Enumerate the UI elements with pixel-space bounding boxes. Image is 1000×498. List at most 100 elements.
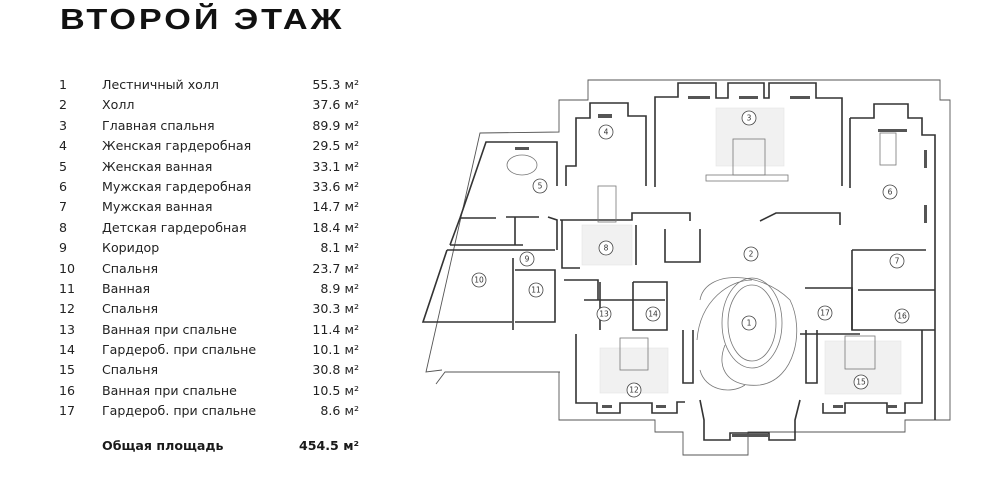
room-marker-circle bbox=[817, 305, 833, 321]
room-marker-circle bbox=[743, 246, 759, 262]
room-marker-circle bbox=[894, 308, 910, 324]
legend-name: Ванная при спальне bbox=[102, 382, 237, 398]
legend-num: 4 bbox=[59, 138, 68, 154]
room-marker: 13 bbox=[596, 306, 612, 322]
legend-name: Мужская гардеробная bbox=[102, 178, 252, 194]
legend-row: 17 Гардероб. при спальне 8.6 м² bbox=[59, 401, 359, 421]
room-marker-number: 2 bbox=[749, 250, 754, 259]
room-marker-circle bbox=[741, 315, 757, 331]
legend-row: 11 Ванная 8.9 м² bbox=[59, 279, 359, 299]
legend-name: Гардероб. при спальне bbox=[102, 342, 257, 358]
room-marker-number: 9 bbox=[525, 255, 530, 264]
legend-name: Холл bbox=[102, 97, 135, 113]
legend-num: 10 bbox=[59, 260, 76, 276]
legend-name: Ванная bbox=[102, 280, 151, 296]
legend-area: 30.3 м² bbox=[312, 301, 359, 317]
legend-area: 8.6 м² bbox=[320, 403, 359, 419]
legend-name: Женская ванная bbox=[102, 158, 213, 174]
legend-name: Женская гардеробная bbox=[102, 138, 252, 154]
legend-row: 7 Мужская ванная 14.7 м² bbox=[59, 197, 359, 217]
room-marker-circle bbox=[598, 240, 614, 256]
room-marker-number: 14 bbox=[648, 310, 658, 319]
room-marker-number: 7 bbox=[895, 257, 900, 266]
legend-num: 12 bbox=[59, 301, 76, 317]
legend-num: 9 bbox=[59, 240, 68, 256]
legend-area: 14.7 м² bbox=[312, 199, 359, 215]
legend-num: 7 bbox=[59, 199, 68, 215]
room-marker-number: 10 bbox=[474, 276, 484, 285]
room-marker-circle bbox=[532, 178, 548, 194]
legend-row: 5 Женская ванная 33.1 м² bbox=[59, 157, 359, 177]
total-area-label: Общая площадь bbox=[102, 437, 224, 453]
room-marker: 12 bbox=[626, 382, 642, 398]
legend-name: Мужская ванная bbox=[102, 199, 213, 215]
room-marker: 4 bbox=[598, 124, 614, 140]
room-marker: 3 bbox=[741, 110, 757, 126]
legend-num: 5 bbox=[59, 158, 68, 174]
room-marker: 2 bbox=[743, 246, 759, 262]
radiators bbox=[515, 96, 927, 437]
room-marker-number: 15 bbox=[856, 378, 866, 387]
room-marker-circle bbox=[471, 272, 487, 288]
bathtub bbox=[506, 154, 538, 176]
rugs bbox=[599, 107, 902, 395]
room-marker-circle bbox=[882, 184, 898, 200]
room-marker-number: 4 bbox=[604, 128, 609, 137]
legend-area: 33.1 м² bbox=[312, 158, 359, 174]
room-marker-circle bbox=[853, 374, 869, 390]
room-marker-number: 1 bbox=[747, 319, 752, 328]
room-marker: 1 bbox=[741, 315, 757, 331]
room-marker-circle bbox=[626, 382, 642, 398]
room-marker: 17 bbox=[817, 305, 833, 321]
legend-area: 8.1 м² bbox=[320, 240, 359, 256]
room-marker-circle bbox=[741, 110, 757, 126]
legend-area: 18.4 м² bbox=[312, 219, 359, 235]
legend-num: 8 bbox=[59, 219, 68, 235]
legend-num: 6 bbox=[59, 178, 68, 194]
room-marker-circle bbox=[889, 253, 905, 269]
room-marker-number: 8 bbox=[604, 244, 609, 253]
room-marker: 6 bbox=[882, 184, 898, 200]
room-marker-circle bbox=[596, 306, 612, 322]
room-marker: 15 bbox=[853, 374, 869, 390]
legend-num: 13 bbox=[59, 321, 76, 337]
room-marker-circle bbox=[519, 251, 535, 267]
page-title: ВТОРОЙ ЭТАЖ bbox=[60, 4, 345, 36]
room-marker: 10 bbox=[471, 272, 487, 288]
legend-area: 23.7 м² bbox=[312, 260, 359, 276]
room-marker-number: 6 bbox=[888, 188, 893, 197]
room-marker-number: 17 bbox=[820, 309, 830, 318]
legend-num: 11 bbox=[59, 280, 76, 296]
legend-name: Лестничный холл bbox=[102, 77, 219, 92]
legend-num: 15 bbox=[59, 362, 76, 378]
legend-area: 30.8 м² bbox=[312, 362, 359, 378]
room-marker-number: 16 bbox=[897, 312, 907, 321]
room-marker-number: 3 bbox=[747, 114, 752, 123]
legend-area: 33.6 м² bbox=[312, 178, 359, 194]
legend-area: 55.3 м² bbox=[312, 77, 359, 92]
legend-name: Гардероб. при спальне bbox=[102, 403, 257, 419]
legend-num: 17 bbox=[59, 403, 76, 419]
legend-name: Главная спальня bbox=[102, 117, 215, 133]
room-marker: 9 bbox=[519, 251, 535, 267]
legend-num: 16 bbox=[59, 382, 76, 398]
room-marker: 14 bbox=[645, 306, 661, 322]
room-marker-circle bbox=[645, 306, 661, 322]
legend-row: 6 Мужская гардеробная 33.6 м² bbox=[59, 177, 359, 197]
legend-area: 8.9 м² bbox=[320, 280, 359, 296]
legend-name: Спальня bbox=[102, 362, 159, 378]
legend-row: 4 Женская гардеробная 29.5 м² bbox=[59, 136, 359, 156]
legend-area: 29.5 м² bbox=[312, 138, 359, 154]
legend-num: 3 bbox=[59, 117, 68, 133]
